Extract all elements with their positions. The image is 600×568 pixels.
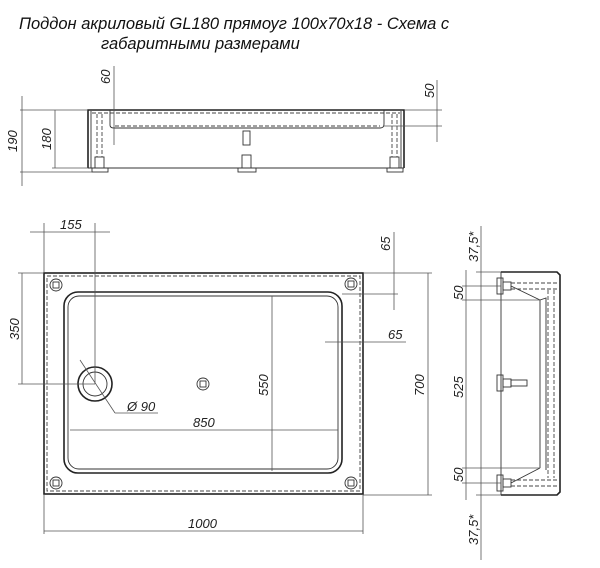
dim-drain-y: 350 bbox=[7, 318, 22, 340]
dim-total-depth: 700 bbox=[412, 374, 427, 396]
dim-rim-top: 65 bbox=[378, 236, 393, 251]
dim-end-top-offset: 37,5* bbox=[466, 231, 481, 262]
dim-total-width: 1000 bbox=[188, 516, 218, 531]
dim-inner-width: 850 bbox=[193, 415, 215, 430]
end-view bbox=[462, 226, 561, 560]
dim-side-body-height: 180 bbox=[39, 128, 54, 150]
dim-end-leg-span: 525 bbox=[451, 376, 466, 398]
dim-side-right-rim: 50 bbox=[422, 83, 437, 98]
title-line-1: Поддон акриловый GL180 прямоуг 100x70x18… bbox=[19, 15, 450, 33]
dim-rim-right: 65 bbox=[388, 327, 403, 342]
dim-side-left-offset: 60 bbox=[98, 69, 113, 84]
dim-inner-height: 550 bbox=[256, 374, 271, 396]
dim-drain-x: 155 bbox=[60, 217, 82, 232]
dim-side-total-height: 190 bbox=[5, 130, 20, 152]
side-view bbox=[20, 66, 442, 186]
title-line-2: габаритными размерами bbox=[101, 35, 300, 53]
dim-drain-diameter: Ø 90 bbox=[126, 399, 156, 414]
dim-end-bottom-offset: 37,5* bbox=[466, 514, 481, 545]
dim-end-top-leg: 50 bbox=[451, 285, 466, 300]
dim-end-bottom-leg: 50 bbox=[451, 467, 466, 482]
top-view bbox=[18, 223, 432, 534]
